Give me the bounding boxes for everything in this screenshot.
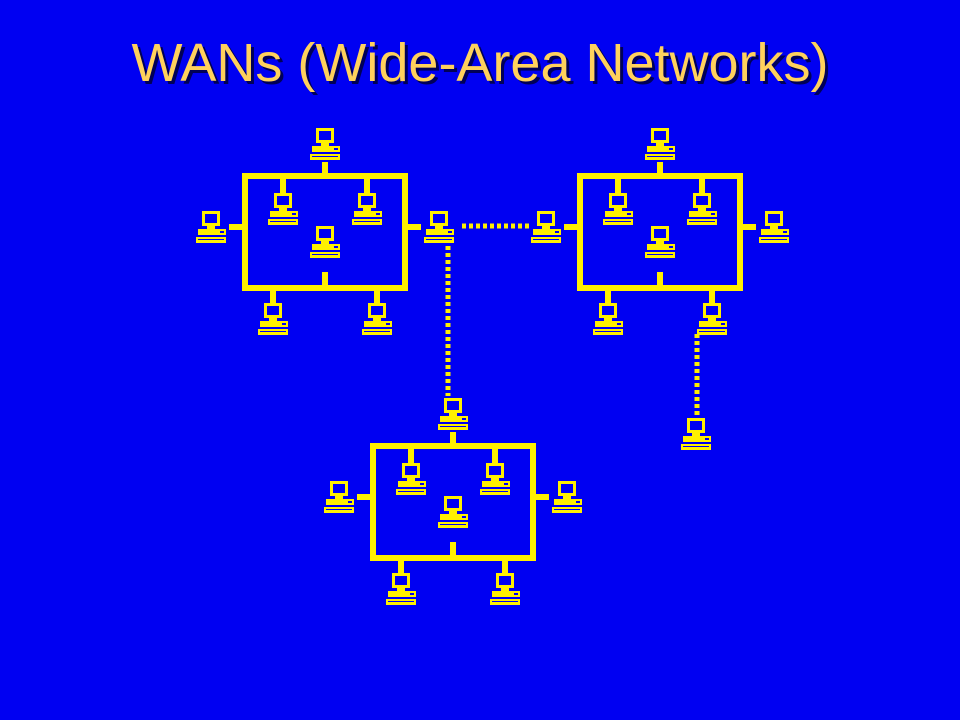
workstation-icon — [438, 398, 468, 430]
workstation-icon — [645, 226, 675, 258]
workstation-icon — [258, 303, 288, 335]
workstation-icon — [196, 211, 226, 243]
workstation-icon — [759, 211, 789, 243]
wan-links-layer — [445, 223, 700, 416]
workstation-icon — [352, 193, 382, 225]
workstation-icon — [268, 193, 298, 225]
networks-layer — [196, 128, 789, 605]
workstation-icon — [687, 193, 717, 225]
lan-top-right — [531, 128, 789, 335]
slide-title: WANs (Wide-Area Networks) — [131, 33, 829, 93]
workstation-icon — [645, 128, 675, 160]
workstation-icon — [362, 303, 392, 335]
workstation-icon — [593, 303, 623, 335]
workstation-icon — [310, 128, 340, 160]
workstation-icon — [396, 463, 426, 495]
workstation-icon — [697, 303, 727, 335]
remote-workstation-icon — [681, 418, 711, 450]
workstation-icon — [424, 211, 454, 243]
workstation-icon — [531, 211, 561, 243]
workstation-icon — [324, 481, 354, 513]
lan-bottom — [324, 398, 582, 605]
workstation-icon — [310, 226, 340, 258]
workstation-icon — [480, 463, 510, 495]
workstation-icon — [386, 573, 416, 605]
lan-top-left — [196, 128, 454, 335]
workstation-icon — [552, 481, 582, 513]
workstation-icon — [603, 193, 633, 225]
workstation-icon — [490, 573, 520, 605]
workstation-icon — [438, 496, 468, 528]
